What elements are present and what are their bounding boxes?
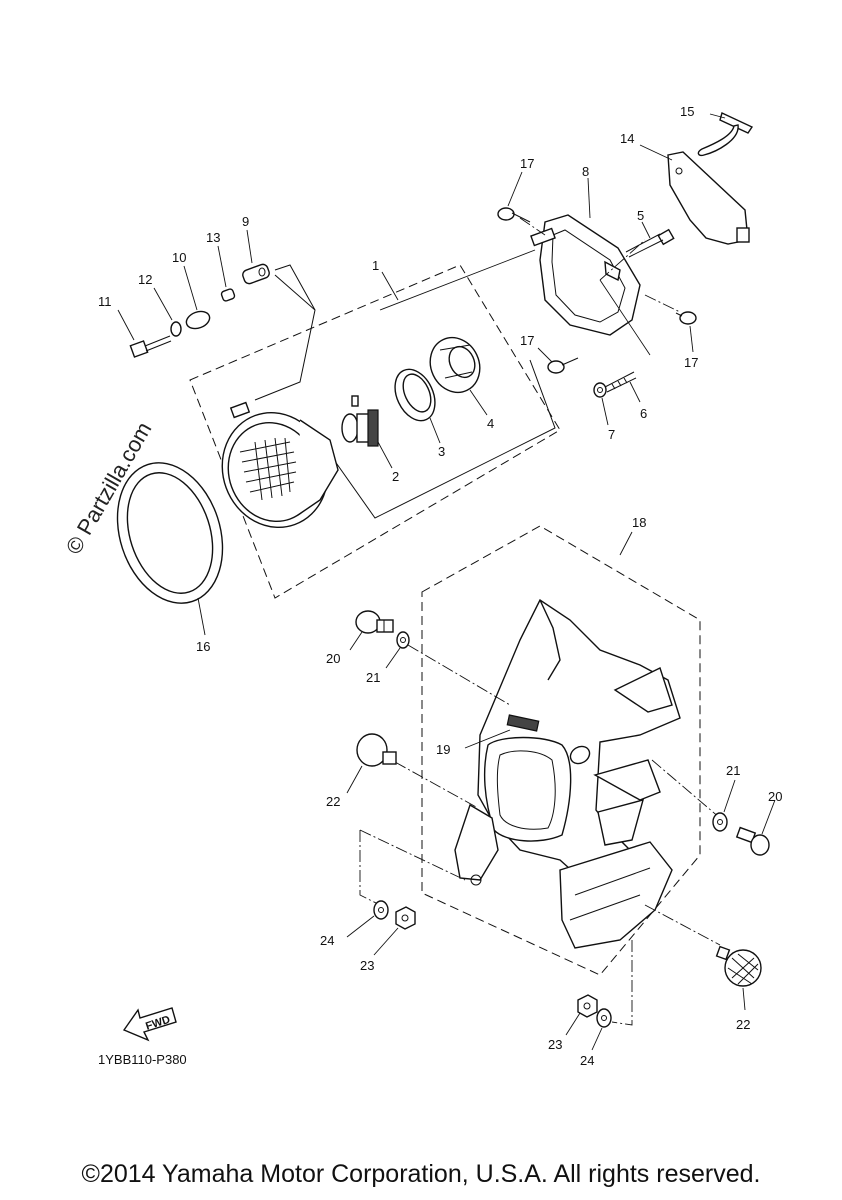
callout-4: 4 <box>487 416 494 431</box>
washer-24-right[interactable] <box>596 1008 612 1028</box>
washer-21-right[interactable] <box>712 812 728 832</box>
callout-20-right: 20 <box>768 789 782 804</box>
callout-9: 9 <box>242 214 249 229</box>
callout-1: 1 <box>372 258 379 273</box>
cowl-emblem <box>506 714 540 732</box>
headlight-bulb[interactable] <box>341 395 379 447</box>
copyright-notice: ©2014 Yamaha Motor Corporation, U.S.A. A… <box>81 1160 761 1188</box>
callout-10: 10 <box>172 250 186 265</box>
callout-21-left: 21 <box>366 670 380 685</box>
callout-20-left: 20 <box>326 651 340 666</box>
reference-code: 1YBB110-P380 <box>98 1052 187 1067</box>
washer-21-left[interactable] <box>396 631 410 649</box>
callout-22-right: 22 <box>736 1017 750 1032</box>
callout-8: 8 <box>582 164 589 179</box>
screw-17-top[interactable] <box>497 207 531 223</box>
callout-6: 6 <box>640 406 647 421</box>
callout-23-left: 23 <box>360 958 374 973</box>
bolt-11[interactable] <box>129 335 172 358</box>
callout-21-right: 21 <box>726 763 740 778</box>
screw-17-right[interactable] <box>675 311 697 325</box>
callout-17-middle: 17 <box>520 333 534 348</box>
callout-15: 15 <box>680 104 694 119</box>
callout-17-right: 17 <box>684 355 698 370</box>
collar-10[interactable] <box>184 308 212 331</box>
nut-23-left[interactable] <box>395 906 416 930</box>
callout-24-right: 24 <box>580 1053 594 1068</box>
washer-24-left[interactable] <box>373 900 389 920</box>
grommet-9[interactable] <box>241 263 270 285</box>
bulb-group-bracket <box>319 359 556 519</box>
nut-7[interactable] <box>593 382 607 398</box>
callout-13: 13 <box>206 230 220 245</box>
headlight-bracket[interactable] <box>530 214 641 336</box>
callout-17-top: 17 <box>520 156 534 171</box>
callout-7: 7 <box>608 427 615 442</box>
headlight-lens-unit[interactable] <box>206 398 343 543</box>
spacer-13[interactable] <box>220 288 236 302</box>
grommet-22-right[interactable] <box>715 945 762 987</box>
callout-16: 16 <box>196 639 210 654</box>
screw-6[interactable] <box>604 371 637 393</box>
callout-14: 14 <box>620 131 634 146</box>
forward-arrow: FWD <box>122 1007 177 1042</box>
callout-3: 3 <box>438 444 445 459</box>
lens-grid <box>239 437 297 501</box>
callout-12: 12 <box>138 272 152 287</box>
cable-tie-15[interactable] <box>697 112 754 157</box>
bolt-20-left[interactable] <box>355 610 394 634</box>
callout-2: 2 <box>392 469 399 484</box>
callout-18: 18 <box>632 515 646 530</box>
front-cowl[interactable] <box>454 598 681 949</box>
callout-19: 19 <box>436 742 450 757</box>
bolt-20-right[interactable] <box>735 826 770 856</box>
bulb-rubber-boot[interactable] <box>421 329 488 400</box>
callout-5: 5 <box>637 208 644 223</box>
cover-plate-14[interactable] <box>667 151 750 245</box>
callout-23-right: 23 <box>548 1037 562 1052</box>
bolt-5[interactable] <box>625 228 675 258</box>
washer-12[interactable] <box>170 321 182 337</box>
callout-11: 11 <box>98 294 112 309</box>
bulb-socket-ring[interactable] <box>387 363 442 427</box>
grommet-22-left[interactable] <box>356 733 397 767</box>
callout-22-left: 22 <box>326 794 340 809</box>
callout-24-left: 24 <box>320 933 334 948</box>
callout-labels: 1 2 3 4 5 6 7 8 9 10 11 12 13 14 15 16 1… <box>98 104 782 1068</box>
nut-23-right[interactable] <box>577 994 598 1018</box>
screw-17-middle[interactable] <box>547 357 579 374</box>
headlight-rim-ring[interactable] <box>100 449 240 617</box>
